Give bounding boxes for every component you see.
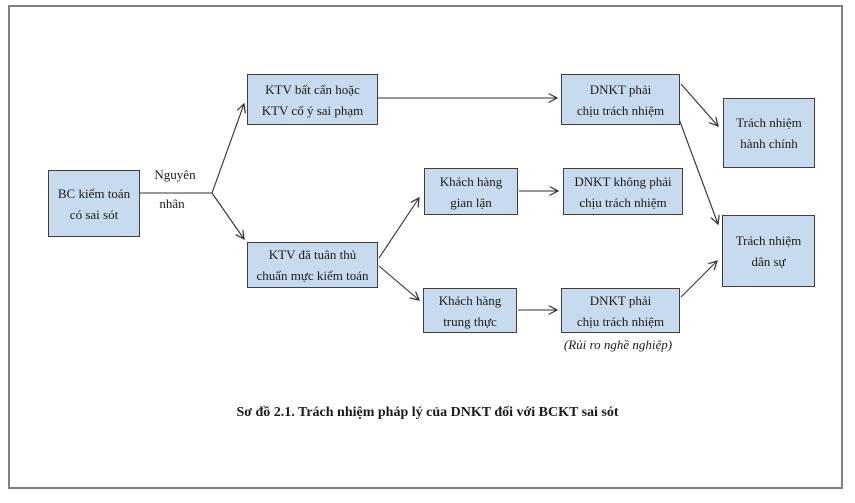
node-text: chịu trách nhiệm xyxy=(579,194,667,210)
node-text: KTV cố ý sai phạm xyxy=(261,102,364,118)
node-text: Trách nhiệm xyxy=(736,115,802,130)
node-text: dân sự xyxy=(751,254,786,269)
node-administrative-liability: Trách nhiệm hành chính xyxy=(723,98,815,168)
node-firm-liable-bottom: DNKT phải chịu trách nhiệm xyxy=(561,288,680,333)
node-text: chuẩn mực kiểm toán xyxy=(256,268,369,283)
node-text: chịu trách nhiệm xyxy=(576,313,665,329)
node-client-honest: Khách hàng trung thực xyxy=(423,288,517,333)
arrow-compliant-to-honest xyxy=(378,265,419,300)
node-text: chịu trách nhiệm xyxy=(576,102,665,118)
node-text: Khách hàng xyxy=(439,173,503,189)
node-client-fraud: Khách hàng gian lận xyxy=(424,168,518,215)
node-text: có sai sót xyxy=(69,206,119,222)
node-text: BC kiểm toán xyxy=(57,185,131,201)
professional-risk-note: (Rủi ro nghề nghiệp) xyxy=(563,337,673,352)
node-text: trung thực xyxy=(443,313,497,329)
node-text: Trách nhiệm xyxy=(735,233,802,248)
node-audit-report-error: BC kiểm toán có sai sót xyxy=(48,170,140,237)
arrow-liable-to-civil-bottom xyxy=(680,261,717,298)
figure-caption: Sơ đồ 2.1. Trách nhiệm pháp lý của DNKT … xyxy=(236,405,619,420)
node-text: gian lận xyxy=(450,194,492,210)
node-firm-liable-top: DNKT phải chịu trách nhiệm xyxy=(561,74,680,125)
arrow-cause-to-negligent xyxy=(211,104,244,194)
arrow-liable-to-civil-top xyxy=(678,118,718,224)
node-text: KTV bất cẩn hoặc xyxy=(265,81,360,97)
node-auditor-negligent: KTV bất cẩn hoặc KTV cố ý sai phạm xyxy=(247,74,378,125)
arrow-liable-to-administrative xyxy=(680,83,718,126)
node-text: KTV đã tuân thủ xyxy=(268,247,357,262)
arrow-compliant-to-fraud xyxy=(378,198,419,259)
node-text: Khách hàng xyxy=(438,292,502,308)
cause-label-line1: Nguyên xyxy=(154,167,196,182)
node-text: hành chính xyxy=(740,136,798,151)
cause-label-line2: nhân xyxy=(159,196,185,211)
node-civil-liability: Trách nhiệm dân sự xyxy=(722,215,815,287)
node-text: DNKT phải xyxy=(589,292,652,308)
figure-frame xyxy=(8,5,843,489)
node-auditor-compliant: KTV đã tuân thủ chuẩn mực kiểm toán xyxy=(247,242,378,288)
node-firm-not-liable: DNKT không phải chịu trách nhiệm xyxy=(563,168,683,215)
arrow-cause-to-compliant xyxy=(211,192,244,239)
node-text: DNKT phải xyxy=(589,81,652,97)
node-text: DNKT không phải xyxy=(574,173,672,189)
